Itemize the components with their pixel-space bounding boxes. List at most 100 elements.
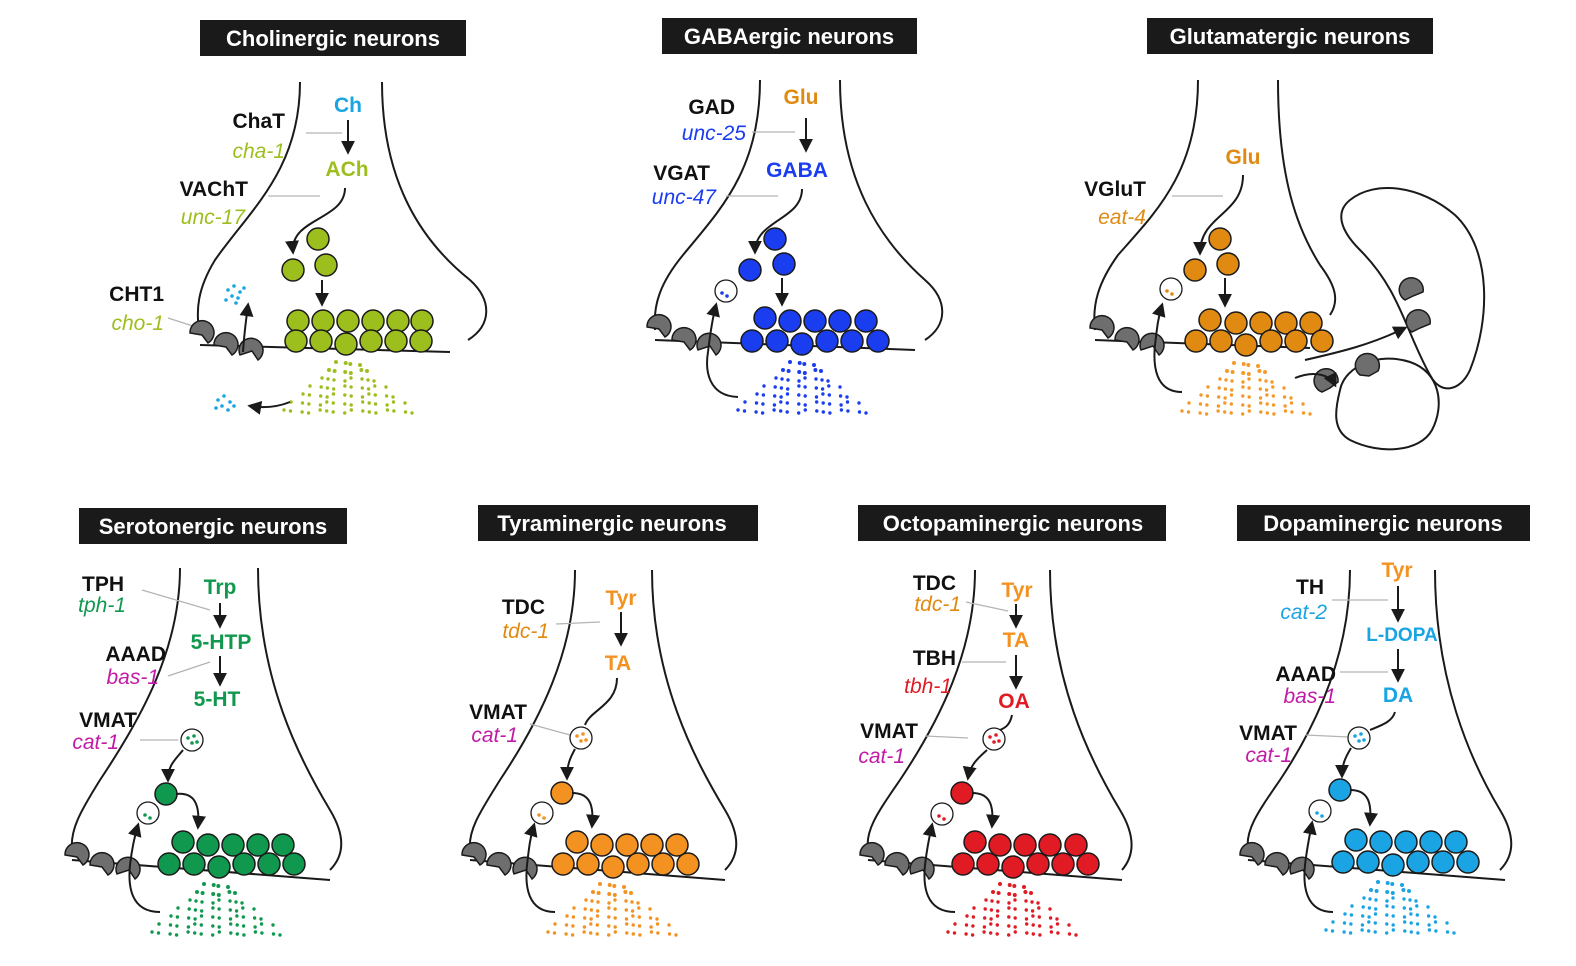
transmitter-dot <box>1049 930 1054 934</box>
released-cloud <box>946 882 1078 937</box>
transmitter-dot <box>1301 402 1305 406</box>
empty-vesicle <box>1159 277 1183 301</box>
transmitter-dot <box>754 410 758 414</box>
transmitter-dot <box>589 908 594 912</box>
gene-label: unc-47 <box>652 186 718 209</box>
transmitter-dot <box>360 386 364 390</box>
transmitter-dot <box>202 882 206 886</box>
transmitter-dot <box>1361 905 1365 909</box>
transmitter-dot <box>308 384 312 388</box>
transmitter-dot <box>989 917 993 921</box>
transmitter-dot <box>553 922 557 926</box>
transmitter-dot <box>803 408 807 412</box>
enzyme-label: VGAT <box>653 162 710 185</box>
transmitter-dot <box>1067 932 1072 936</box>
gene-label: tdc-1 <box>914 593 961 616</box>
transmitter-dot <box>622 885 626 889</box>
transmitter-dot <box>572 906 576 910</box>
gene-label: tdc-1 <box>502 620 549 643</box>
receptor-group <box>189 319 264 362</box>
panel-octopaminergic: Octopaminergic neurons Tyr TA OA TDC tdc… <box>858 505 1166 937</box>
transmitter-dot <box>613 907 617 911</box>
metabolite-label: Glu <box>1226 146 1261 169</box>
transmitter-dot <box>331 410 335 414</box>
transmitter-dot <box>1074 933 1078 937</box>
transmitter-dot <box>320 376 324 380</box>
vesicle-cluster <box>154 782 306 879</box>
metabolite-label: Ch <box>334 94 362 117</box>
transmitter-dot <box>631 932 635 936</box>
transmitter-dot <box>307 393 312 397</box>
transmitter-dot <box>1247 409 1252 413</box>
transmitter-dot <box>773 385 777 389</box>
transmitter-dot <box>989 908 994 912</box>
metabolite-label: DA <box>1383 684 1413 707</box>
transmitter-dot <box>1374 898 1378 902</box>
transmitter-dot <box>1216 404 1221 408</box>
transmitter-dot <box>367 392 371 396</box>
transmitter-dot <box>193 917 197 921</box>
transmitter-dot <box>1012 893 1017 897</box>
transmitter-dot <box>1402 915 1407 919</box>
transmitter-dot <box>1331 920 1335 924</box>
gene-label: cat-1 <box>858 745 905 768</box>
transmitter-dot <box>1385 913 1389 917</box>
transmitter-dot <box>623 890 628 894</box>
transmitter-dot <box>235 923 239 927</box>
transmitter-dot <box>391 395 395 399</box>
transmitter-dot <box>234 909 239 913</box>
metabolite-label: L-DOPA <box>1366 625 1438 646</box>
transmitter-dot <box>815 400 819 404</box>
transmitter-dot <box>229 922 233 926</box>
transmitter-dot <box>217 898 221 902</box>
transmitter-dot <box>157 922 161 926</box>
panel-title-bg <box>1237 505 1530 541</box>
transmitter-dot <box>1409 930 1414 934</box>
transmitter-dot <box>242 933 246 937</box>
transmitter-dot <box>1301 411 1306 415</box>
empty-vesicle <box>136 801 160 825</box>
transmitter-dot <box>613 916 617 920</box>
transmitter-dot <box>1224 378 1228 382</box>
transmitter-dot <box>1225 369 1229 373</box>
transmitter-dot <box>193 931 197 935</box>
transmitter-dot <box>1348 931 1353 935</box>
transmitter-dot <box>564 932 568 936</box>
transmitter-dot <box>168 923 173 927</box>
transmitter-dot <box>636 901 640 905</box>
transmitter-dot <box>217 930 221 934</box>
transmitter-dot <box>582 930 586 934</box>
transmitter-dot <box>667 923 671 927</box>
transmitter-dot <box>1187 401 1191 405</box>
transmitter-dot <box>736 408 740 412</box>
transmitter-dot <box>1013 907 1017 911</box>
transmitter-dot <box>797 411 801 415</box>
panel-tyraminergic: Tyraminergic neurons Tyr TA TDC tdc-1 VM… <box>461 505 758 937</box>
transmitter-dot <box>349 394 353 398</box>
transmitter-dot <box>373 402 378 406</box>
transmitter-dot <box>1257 369 1262 373</box>
filling-vesicle <box>180 728 204 752</box>
transmitter-dot <box>325 386 330 390</box>
transmitter-dot <box>772 403 777 407</box>
transmitter-dot <box>1031 932 1036 936</box>
transmitter-dot <box>1402 906 1407 910</box>
transmitter-dot <box>779 386 784 390</box>
transmitter-dot <box>391 400 396 404</box>
transmitter-dot <box>1367 929 1371 933</box>
transmitter-dot <box>211 933 215 937</box>
transmitter-dot <box>228 917 233 921</box>
transmitter-dot <box>1205 394 1210 398</box>
transmitter-dot <box>349 385 353 389</box>
panel-title: Tyraminergic neurons <box>497 511 726 536</box>
transmitter-dot <box>820 378 824 382</box>
transmitter-dot <box>318 403 323 407</box>
transmitter-dot <box>1414 899 1418 903</box>
reuptake-dots <box>214 284 246 412</box>
transmitter-dot <box>1408 898 1412 902</box>
transmitter-dot <box>607 901 611 905</box>
transmitter-dot <box>373 384 377 388</box>
transmitter-dot <box>195 890 199 894</box>
transmitter-dot <box>755 392 759 396</box>
transmitter-dot <box>638 933 642 937</box>
